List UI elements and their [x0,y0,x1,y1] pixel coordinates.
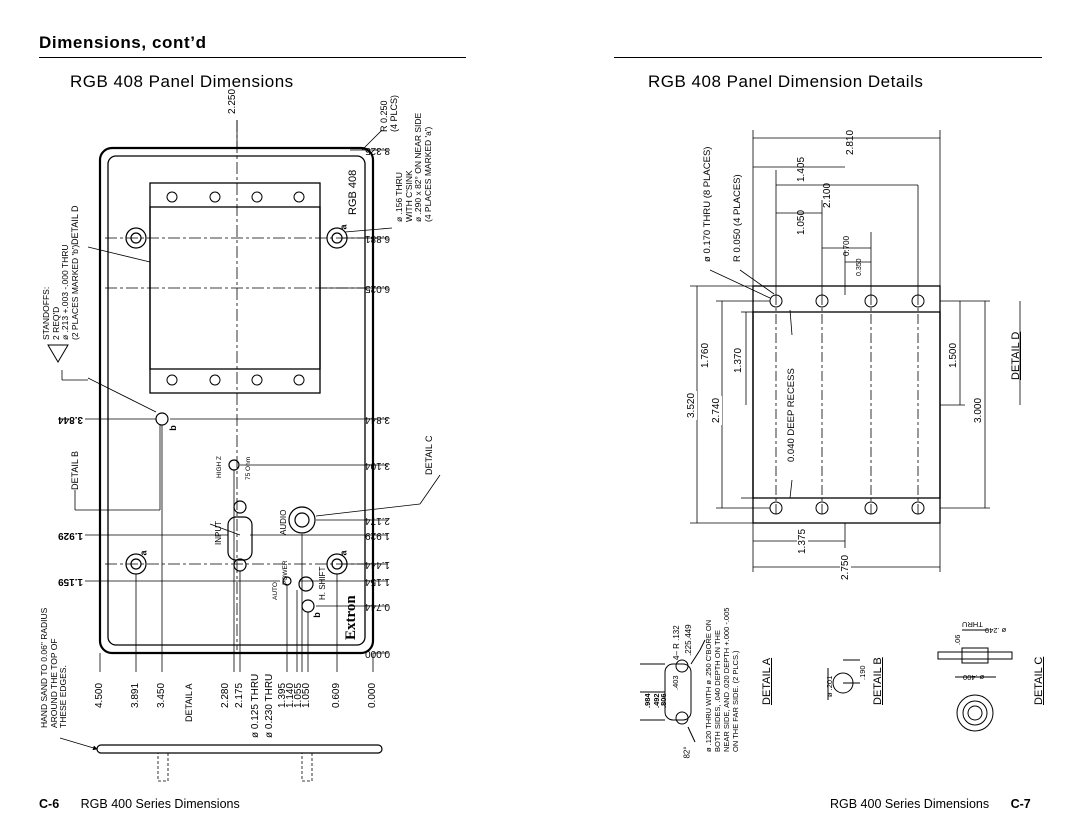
db-label: DETAIL B [872,657,884,705]
dd-left-1: 2.740 [711,395,722,425]
detail-b-drawing [827,659,860,700]
window-screws [166,191,305,386]
dd-top-0: 2.810 [845,129,856,155]
dd-hole-note: ø 0.170 THRU (8 PLACES) [702,146,713,262]
detail-c-drawing [937,629,1013,732]
dc-label: DETAIL C [1033,656,1045,705]
footer-right-text: RGB 400 Series Dimensions [830,797,990,811]
dc-dim-3: ø .400 [963,673,985,682]
right-figure-title: RGB 408 Panel Dimension Details [648,72,924,91]
dd-label: DETAIL D [1010,331,1022,380]
footer-left: C-6 RGB 400 Series Dimensions [39,797,240,811]
dd-recess: 0.040 DEEP RECESS [786,368,797,462]
dd-right-0: 3.000 [973,395,984,425]
db-dim-1: .190 [858,665,867,680]
da-dim-5: .449 [684,624,693,640]
page-number-right: C-7 [1010,797,1031,811]
dd-right-1: 1.500 [948,340,959,370]
dd-top-1: 1.405 [796,156,807,182]
dd-top-5: 0.350 [856,258,863,276]
dd-bottom-0: 1.375 [797,526,808,556]
right-header-rule [614,57,1042,58]
left-header-rule [39,57,466,58]
da-dim-0: .984 [643,693,652,708]
panel-dimension-drawing [47,120,441,782]
page-number-left: C-6 [39,797,60,811]
dd-left-0: 3.520 [686,390,697,420]
left-figure-title: RGB 408 Panel Dimensions [70,72,294,91]
db-dim-0: ø .201 [825,675,834,697]
dc-dim-1: ø .240 [985,626,1007,635]
dd-left-2: 1.760 [700,340,711,370]
dc-dim-2: THRU [962,620,983,629]
dc-dim-0: .06 [953,634,962,645]
section-title: Dimensions, cont’d [39,33,207,52]
dd-radius-note: R 0.050 (4 PLACES) [732,174,743,262]
da-dim-4: 4– R .132 [672,625,681,660]
da-label: DETAIL A [761,657,773,705]
footer-right: RGB 400 Series Dimensions C-7 [830,797,1031,811]
da-dim-6: .225 [684,640,693,656]
dd-top-3: 1.050 [796,209,807,235]
da-dim-3: .403 [671,675,680,690]
dd-top-4: 0.700 [842,235,851,256]
detail-a-drawing [640,639,706,743]
dd-top-2: 2.100 [822,182,833,208]
dd-bottom-1: 2.750 [840,552,851,582]
dd-left-3: 1.370 [733,345,744,375]
footer-left-text: RGB 400 Series Dimensions [80,797,240,811]
da-dim-2: .806 [659,693,668,708]
da-dim-7: 82° [682,746,692,759]
right-text-layer: 2.810 1.405 2.100 1.050 0.700 0.350 ø 0.… [643,129,1045,759]
